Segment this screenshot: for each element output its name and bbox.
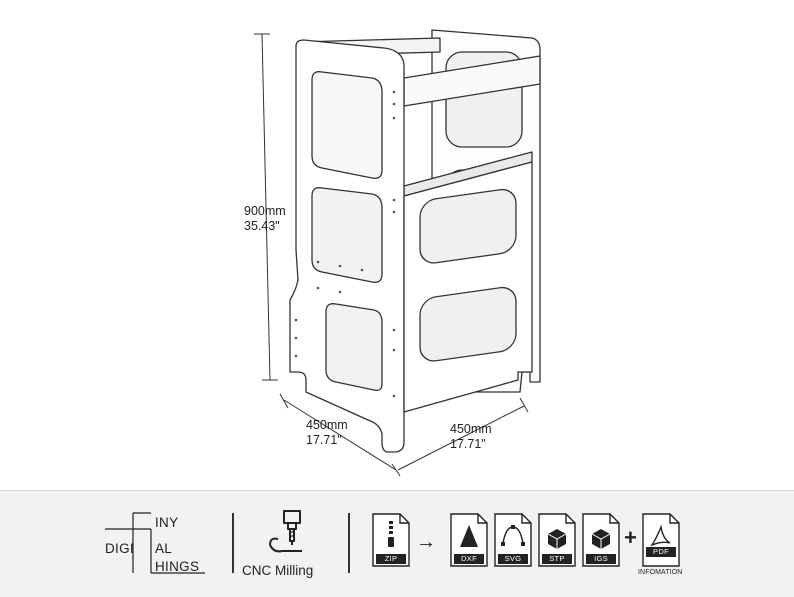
igs-file-icon: IGS bbox=[582, 513, 620, 567]
cnc-milling-label: CNC Milling bbox=[242, 563, 314, 578]
logo-line2: AL bbox=[155, 541, 173, 556]
pdf-label: PDF bbox=[646, 547, 676, 557]
footer-banner: INY DIGI AL HINGS CNC Milling ZIP → DXF bbox=[0, 490, 794, 597]
brand-logo: INY DIGI AL HINGS bbox=[105, 511, 220, 575]
svg-label: SVG bbox=[498, 554, 528, 564]
zip-file-icon: ZIP bbox=[372, 513, 410, 567]
depth-mm: 450mm bbox=[306, 418, 348, 432]
learning-tower-illustration bbox=[254, 29, 541, 477]
igs-label: IGS bbox=[586, 554, 616, 564]
stp-file-icon: STP bbox=[538, 513, 576, 567]
dxf-file-icon: DXF bbox=[450, 513, 488, 567]
svg-file-icon: SVG bbox=[494, 513, 532, 567]
divider bbox=[348, 513, 350, 573]
logo-lines bbox=[105, 512, 205, 574]
information-label: INFOMATION bbox=[638, 569, 683, 576]
plus-icon: + bbox=[624, 525, 637, 550]
height-mm: 900mm bbox=[244, 204, 286, 218]
product-drawing: 900mm 35.43" 450mm 17.71" 450mm 17.71" bbox=[244, 29, 541, 477]
zip-label: ZIP bbox=[376, 554, 406, 564]
logo-line3: HINGS bbox=[155, 559, 200, 574]
stp-label: STP bbox=[542, 554, 572, 564]
height-in: 35.43" bbox=[244, 219, 280, 233]
logo-line1: INY bbox=[155, 515, 179, 530]
height-dimension: 900mm 35.43" bbox=[244, 204, 286, 234]
width-mm: 450mm bbox=[450, 422, 492, 436]
width-dimension: 450mm 17.71" bbox=[450, 422, 492, 452]
logo-prefix: DIGI bbox=[105, 541, 134, 556]
divider bbox=[232, 513, 234, 573]
depth-dimension: 450mm 17.71" bbox=[306, 418, 348, 448]
arrow-right-icon: → bbox=[416, 531, 436, 553]
width-in: 17.71" bbox=[450, 437, 486, 451]
pdf-file-icon: PDF bbox=[642, 513, 680, 567]
cnc-milling-icon bbox=[268, 509, 308, 559]
depth-in: 17.71" bbox=[306, 433, 342, 447]
dxf-label: DXF bbox=[454, 554, 484, 564]
